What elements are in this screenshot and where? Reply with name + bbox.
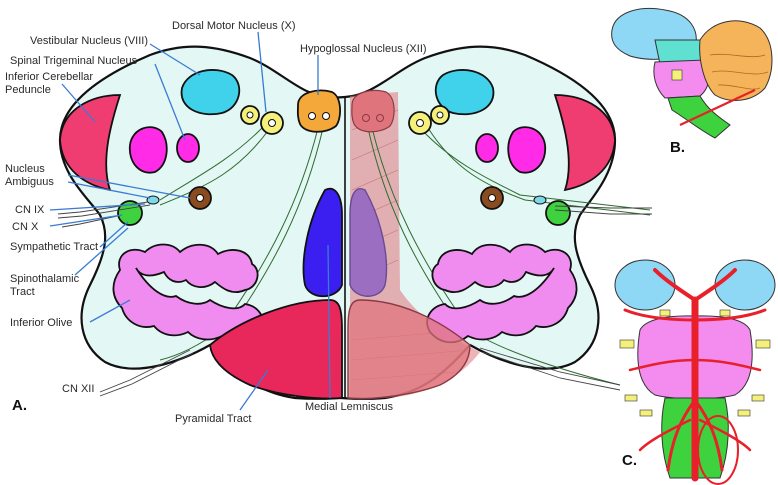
spinal-trigeminal-nucleus-left: [130, 127, 167, 173]
vestibular-nucleus-left: [182, 70, 240, 114]
panel-label-b: B.: [670, 139, 685, 156]
label-cn-x: CN X: [12, 221, 39, 233]
label-spinothalamic-tract-2: Tract: [10, 286, 35, 298]
panel-c-cerebellum-right: [715, 260, 775, 310]
panel-c-cerebellum-left: [615, 260, 675, 310]
spinal-trigeminal-nucleus-right: [508, 127, 545, 173]
label-inferior-cerebellar-peduncle-1: Inferior Cerebellar: [5, 71, 93, 83]
cn-ix-dot-right: [534, 196, 546, 204]
panel-b-pons-detail: [672, 70, 682, 80]
hypoglossal-nucleus-right: [352, 91, 394, 132]
label-pyramidal-tract: Pyramidal Tract: [175, 413, 251, 425]
label-inferior-olive: Inferior Olive: [10, 317, 72, 329]
ventral-brainstem-view: [615, 260, 775, 484]
label-dorsal-motor-nucleus: Dorsal Motor Nucleus (X): [172, 20, 295, 32]
hypoglossal-nucleus-left: [298, 91, 340, 132]
sympathetic-tract-right: [546, 201, 570, 225]
panel-b-cerebellum: [700, 21, 772, 101]
label-cn-ix: CN IX: [15, 204, 45, 216]
label-inferior-cerebellar-peduncle-2: Peduncle: [5, 84, 51, 96]
label-hypoglossal-nucleus: Hypoglossal Nucleus (XII): [300, 43, 427, 55]
label-vestibular-nucleus: Vestibular Nucleus (VIII): [30, 35, 148, 47]
lateral-brainstem-view: [612, 8, 772, 138]
label-spinal-trigeminal-nucleus: Spinal Trigeminal Nucleus: [10, 55, 138, 67]
label-nucleus-ambiguus-2: Ambiguus: [5, 176, 54, 188]
medulla-cross-section: [60, 47, 650, 399]
label-spinothalamic-tract-1: Spinothalamic: [10, 273, 80, 285]
label-nucleus-ambiguus-1: Nucleus: [5, 163, 45, 175]
label-sympathetic-tract: Sympathetic Tract: [10, 241, 98, 253]
panel-label-c: C.: [622, 452, 637, 469]
spinal-trigeminal-nucleus-left-small: [177, 134, 199, 162]
label-medial-lemniscus: Medial Lemniscus: [305, 401, 394, 413]
spinal-trigeminal-nucleus-right-small: [476, 134, 498, 162]
label-cn-xii: CN XII: [62, 383, 94, 395]
panel-label-a: A.: [12, 397, 27, 414]
